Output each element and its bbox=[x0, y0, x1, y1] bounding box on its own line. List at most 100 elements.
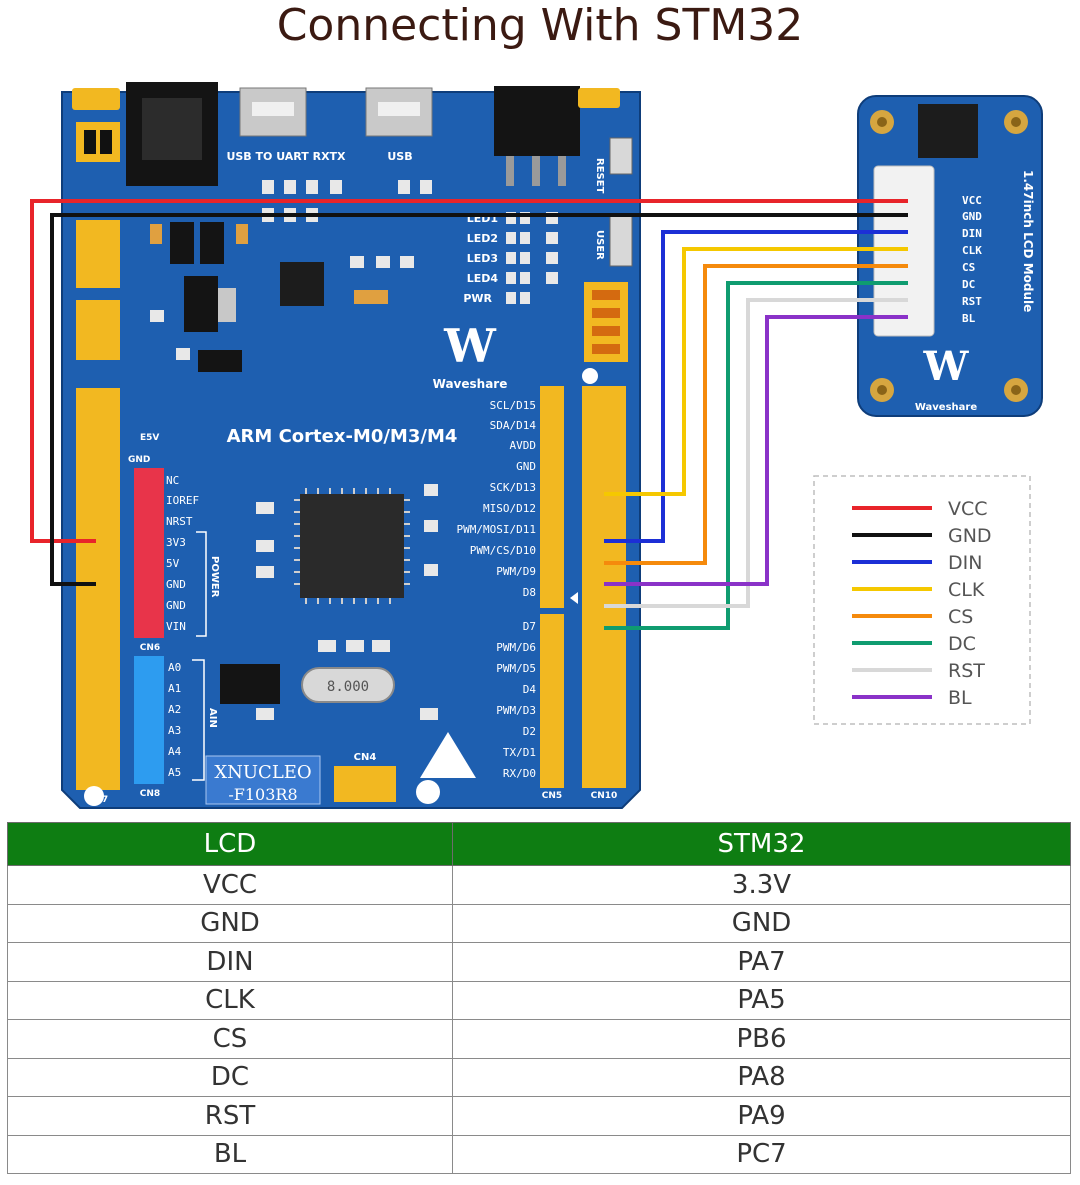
power-pin-label: VIN bbox=[166, 620, 186, 633]
digital-pin-labels: SCL/D15 SDA/D14 AVDD GND SCK/D13 MISO/D1… bbox=[457, 399, 537, 780]
lcd-pin-cell: DC bbox=[7, 1057, 453, 1097]
led3-label: LED3 bbox=[467, 252, 498, 265]
power-pin-labels: NC IOREF NRST 3V3 5V GND GND VIN bbox=[166, 474, 199, 633]
wire-din bbox=[604, 230, 908, 543]
digital-pin-label: SDA/D14 bbox=[490, 419, 537, 432]
wire-dc bbox=[604, 281, 908, 630]
digital-upper-header bbox=[540, 386, 564, 608]
digital-pin-label: PWM/D3 bbox=[496, 704, 536, 717]
lcd-pin-label: DIN bbox=[962, 227, 982, 240]
esd-warning-icon bbox=[420, 732, 476, 778]
lcd-pin-label: RST bbox=[962, 295, 982, 308]
stm32-pin-cell: 3.3V bbox=[452, 865, 1071, 905]
digital-lower-header bbox=[540, 614, 564, 788]
reset-label: RESET bbox=[594, 158, 605, 194]
digital-pin-label: D4 bbox=[523, 683, 537, 696]
wiring-diagram: USB TO UART RXTX USB RESET USER bbox=[30, 82, 1043, 809]
cn4-label: CN4 bbox=[354, 752, 377, 763]
stm32-pin-cell: PB6 bbox=[452, 1019, 1071, 1059]
cn10-header bbox=[582, 386, 626, 788]
wire-cs bbox=[604, 264, 908, 565]
legend-label: GND bbox=[948, 525, 992, 547]
legend-label: BL bbox=[948, 687, 972, 709]
xnucleo-board: USB TO UART RXTX USB RESET USER bbox=[61, 82, 641, 809]
lcd-module: W Waveshare 1.47inch LCD Module VCC GND … bbox=[857, 95, 1043, 417]
waveshare-logo-icon: W bbox=[443, 319, 497, 373]
lcd-pin-label: VCC bbox=[962, 194, 982, 207]
analog-pin-label: A3 bbox=[168, 724, 181, 737]
stm32-pin-cell: PC7 bbox=[452, 1134, 1071, 1174]
digital-pin-label: PWM/CS/D10 bbox=[470, 544, 536, 557]
lcd-pin-cell: RST bbox=[7, 1096, 453, 1136]
lcd-pin-label: GND bbox=[962, 210, 982, 223]
power-pin-label: 3V3 bbox=[166, 536, 186, 549]
analog-pin-label: A0 bbox=[168, 661, 181, 674]
lcd-pin-cell: VCC bbox=[7, 865, 453, 905]
e5v-label: E5V bbox=[140, 433, 159, 443]
power-pin-label: IOREF bbox=[166, 494, 199, 507]
lcd-pin-cell: GND bbox=[7, 903, 453, 943]
digital-pin-label: RX/D0 bbox=[503, 767, 536, 780]
cn6-power-header bbox=[134, 468, 164, 638]
power-label: POWER bbox=[209, 556, 220, 598]
stm32-pin-cell: PA9 bbox=[452, 1096, 1071, 1136]
stm32-pin-cell: PA8 bbox=[452, 1057, 1071, 1097]
legend-label: VCC bbox=[948, 498, 988, 520]
digital-pin-label: SCL/D15 bbox=[490, 399, 536, 412]
analog-pin-label: A2 bbox=[168, 703, 181, 716]
gnd-top-label: GND bbox=[128, 455, 150, 465]
table-header-row: LCD STM32 bbox=[7, 822, 1071, 866]
digital-pin-label: PWM/MOSI/D11 bbox=[457, 523, 536, 536]
column-header-stm32: STM32 bbox=[452, 822, 1071, 866]
lcd-pin-label: DC bbox=[962, 278, 975, 291]
lcd-pin-cell: BL bbox=[7, 1134, 453, 1174]
legend-label: DC bbox=[948, 633, 976, 655]
model-name-line2: -F103R8 bbox=[228, 785, 297, 804]
lcd-pin-cell: DIN bbox=[7, 942, 453, 982]
lcd-pin-label: CLK bbox=[962, 244, 982, 257]
cn10-label: CN10 bbox=[591, 791, 618, 801]
wire-vcc bbox=[30, 199, 908, 543]
stm32-pin-cell: PA5 bbox=[452, 980, 1071, 1020]
analog-pin-label: A4 bbox=[168, 745, 182, 758]
power-pin-label: NRST bbox=[166, 515, 193, 528]
lcd-pin-cell: CLK bbox=[7, 980, 453, 1020]
analog-pin-label: A1 bbox=[168, 682, 181, 695]
power-pin-label: 5V bbox=[166, 557, 180, 570]
analog-pin-labels: A0 A1 A2 A3 A4 A5 bbox=[168, 661, 182, 779]
power-pin-label: GND bbox=[166, 599, 186, 612]
digital-pin-label: PWM/D6 bbox=[496, 641, 536, 654]
wire-rst bbox=[604, 298, 908, 608]
digital-pin-label: D7 bbox=[523, 620, 536, 633]
digital-pin-label: TX/D1 bbox=[503, 746, 536, 759]
digital-pin-label: D2 bbox=[523, 725, 536, 738]
cn8-label: CN8 bbox=[140, 789, 160, 799]
column-header-lcd: LCD bbox=[7, 822, 453, 866]
ain-label: AIN bbox=[207, 708, 218, 728]
digital-pin-label: SCK/D13 bbox=[490, 481, 536, 494]
lcd-pin-cell: CS bbox=[7, 1019, 453, 1059]
led2-label: LED2 bbox=[467, 232, 498, 245]
cn7-header bbox=[76, 388, 120, 790]
wire-bl bbox=[604, 315, 908, 586]
usb-label: USB bbox=[387, 150, 412, 163]
digital-pin-label: GND bbox=[516, 460, 536, 473]
wire-gnd bbox=[50, 213, 908, 586]
wire-clk bbox=[604, 247, 908, 496]
legend-label: CLK bbox=[948, 579, 985, 601]
board-brand: Waveshare bbox=[433, 377, 508, 391]
wires bbox=[30, 199, 908, 630]
lcd-pin-label: CS bbox=[962, 261, 975, 274]
lcd-module-name: 1.47inch LCD Module bbox=[1021, 170, 1035, 312]
digital-pin-label: PWM/D9 bbox=[496, 565, 536, 578]
page-title: Connecting With STM32 bbox=[276, 0, 804, 51]
